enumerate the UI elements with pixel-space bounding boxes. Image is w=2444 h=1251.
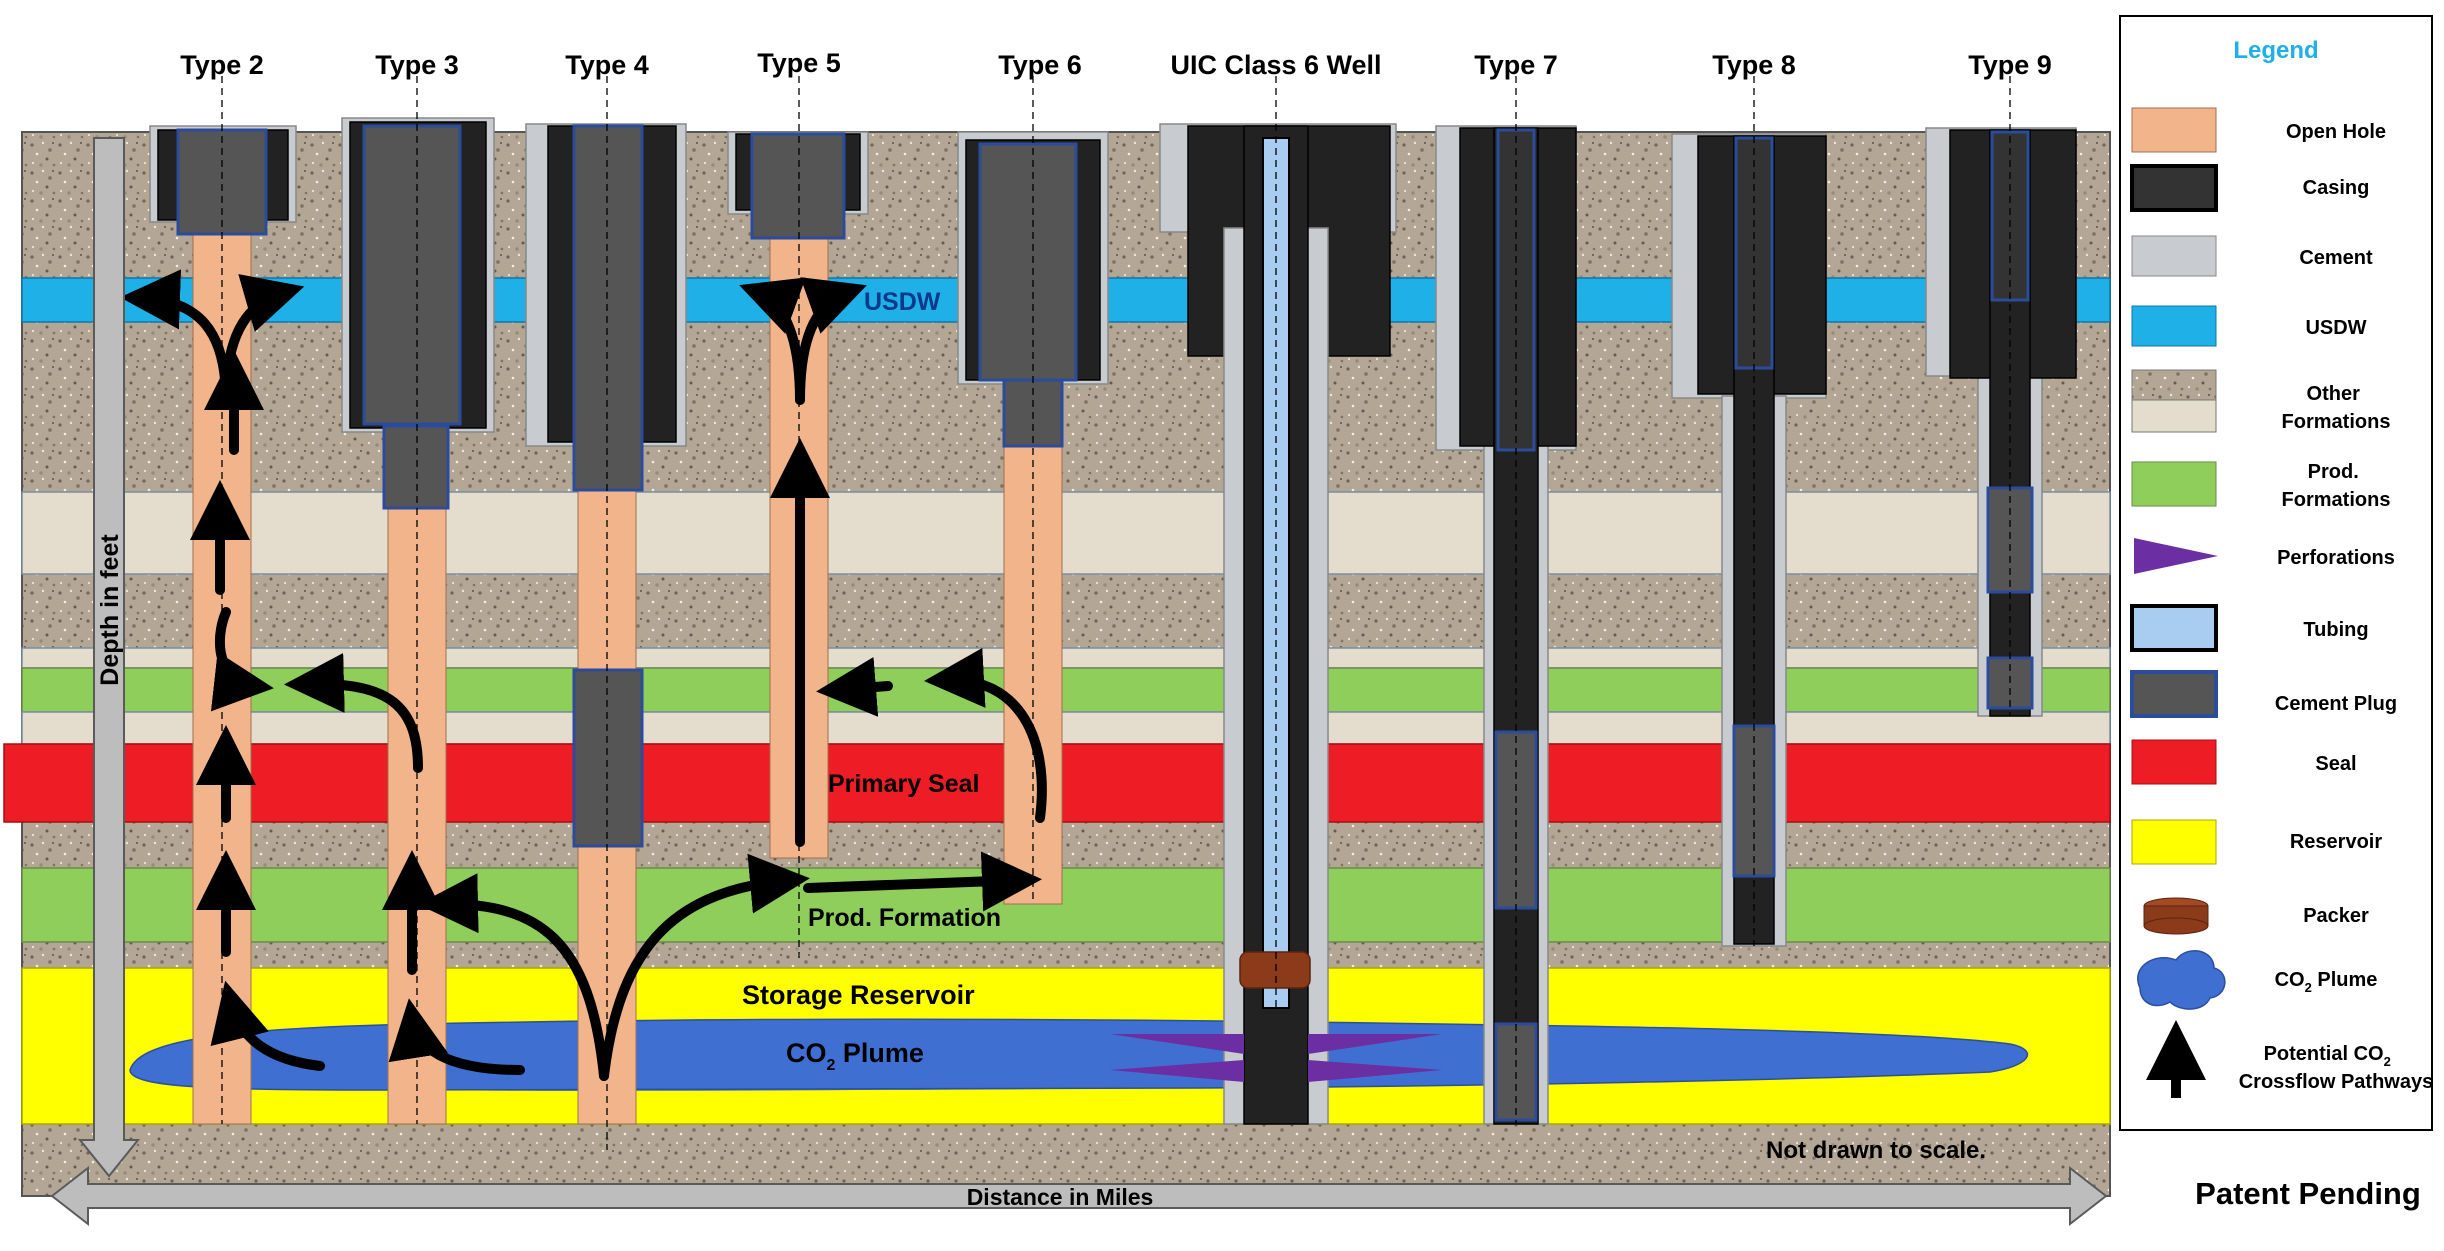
distance-axis: Distance in Miles <box>50 1165 2108 1227</box>
legend-title: Legend <box>2233 37 2318 64</box>
legend-label-casing: Casing <box>2303 177 2370 199</box>
crossflow-arrow <box>599 853 810 1081</box>
legend-label-tubing: Tubing <box>2303 619 2368 641</box>
well-uic-class-6 <box>1110 123 1442 1125</box>
well-labels: Type 2 Type 3 Type 4 Type 5 Type 6 UIC C… <box>180 48 2052 80</box>
open-hole-swatch <box>2131 107 2217 153</box>
crossflow-arrow <box>924 647 1047 823</box>
distance-axis-label: Distance in Miles <box>967 1184 1154 1210</box>
wells <box>149 76 2077 1150</box>
cement-plug-upper <box>362 124 462 426</box>
crossflow-pathways <box>120 269 1047 1081</box>
usdw-swatch <box>2131 305 2217 347</box>
crossflow-arrow <box>284 652 423 773</box>
crossflow-arrow <box>210 607 274 712</box>
cement-plug-upper <box>978 142 1078 382</box>
crossflow-arrow <box>388 998 525 1075</box>
crossflow-arrow <box>816 657 893 717</box>
distance-axis-arrow <box>50 1165 2108 1227</box>
storage-reservoir-label: Storage Reservoir <box>742 980 975 1010</box>
crossflow-arrow <box>418 873 609 1081</box>
well-type-4 <box>525 123 687 1125</box>
usdw-label: USDW <box>864 288 941 316</box>
well-label-type-9: Type 9 <box>1968 50 2052 80</box>
legend-label-packer: Packer <box>2303 905 2369 927</box>
legend-label-crossflow: Potential CO2 Crossflow Pathways <box>2239 1043 2434 1093</box>
crossflow-arrow <box>795 277 867 405</box>
legend-label-reservoir: Reservoir <box>2290 831 2382 853</box>
not-to-scale-note: Not drawn to scale. <box>1766 1137 1986 1164</box>
perforations-icon <box>2134 538 2218 574</box>
legend-label-seal: Seal <box>2315 753 2356 775</box>
legend-label-perforations: Perforations <box>2277 547 2395 569</box>
co2-plume-icon <box>2137 950 2226 1010</box>
patent-pending-label: Patent Pending <box>2195 1176 2421 1211</box>
well-label-type-7: Type 7 <box>1474 50 1558 80</box>
depth-axis-label: Depth in feet <box>96 534 124 686</box>
well-label-type-3: Type 3 <box>375 50 459 80</box>
well-label-uic-class-6: UIC Class 6 Well <box>1170 50 1381 80</box>
cement-plug-upper <box>572 124 644 492</box>
cement-plug-middle <box>1986 486 2034 594</box>
primary-seal-label: Primary Seal <box>828 770 980 798</box>
well-label-type-2: Type 2 <box>180 50 264 80</box>
legend-label-other-formations: Other Formations <box>2282 383 2391 433</box>
well-type-6 <box>957 131 1109 905</box>
layer-annotations: USDW Primary Seal Prod. Formation Storag… <box>742 288 1986 1164</box>
co2-plume-label: CO2 Plume <box>786 1038 924 1074</box>
cement-plug-lower <box>382 424 450 510</box>
seal-swatch <box>2131 739 2217 785</box>
perforation-lower-left <box>1110 1060 1244 1082</box>
packer-icon-bottom <box>2143 917 2209 935</box>
legend: Legend Open Hole Casing Cement USDW Othe… <box>2119 15 2434 1131</box>
cement-plug <box>176 128 268 236</box>
cement-swatch <box>2131 235 2217 277</box>
prod-formation-layer-lower <box>21 867 2111 943</box>
legend-label-open-hole: Open Hole <box>2286 121 2386 143</box>
other-formations-swatch-light <box>2131 399 2217 433</box>
legend-label-cement-plug: Cement Plug <box>2275 693 2397 715</box>
crossflow-arrow <box>210 980 325 1071</box>
reservoir-swatch <box>2131 819 2217 865</box>
perforation-upper-right <box>1308 1034 1442 1054</box>
tubing-swatch <box>2130 604 2218 652</box>
well-label-type-5: Type 5 <box>757 48 841 78</box>
prod-formations-swatch <box>2131 461 2217 507</box>
perforation-lower-right <box>1308 1060 1442 1082</box>
other-formation-layer-3 <box>21 711 2111 745</box>
prod-formation-layer-upper <box>21 667 2111 713</box>
well-label-type-8: Type 8 <box>1712 50 1796 80</box>
well-label-type-6: Type 6 <box>998 50 1082 80</box>
prod-formation-label: Prod. Formation <box>808 904 1001 932</box>
cement-plug-lower <box>572 668 644 848</box>
crossflow-arrow <box>803 851 1042 912</box>
cement-plug <box>750 132 846 240</box>
cement-plug-swatch <box>2130 670 2218 718</box>
perforation-upper-left <box>1110 1034 1244 1054</box>
well-label-type-4: Type 4 <box>565 50 649 80</box>
legend-label-prod-formations: Prod. Formations <box>2282 461 2391 511</box>
depth-axis: Depth in feet <box>77 137 141 1178</box>
other-formation-layer-1 <box>21 491 2111 575</box>
packer <box>1239 951 1311 989</box>
other-formations-swatch <box>2131 369 2217 401</box>
legend-label-co2-plume: CO2 Plume <box>2275 969 2378 995</box>
legend-label-cement: Cement <box>2299 247 2373 269</box>
depth-axis-arrow <box>77 137 141 1178</box>
legend-label-usdw: USDW <box>2305 317 2366 339</box>
casing-swatch <box>2130 164 2218 212</box>
other-formation-layer-2 <box>21 647 2111 669</box>
